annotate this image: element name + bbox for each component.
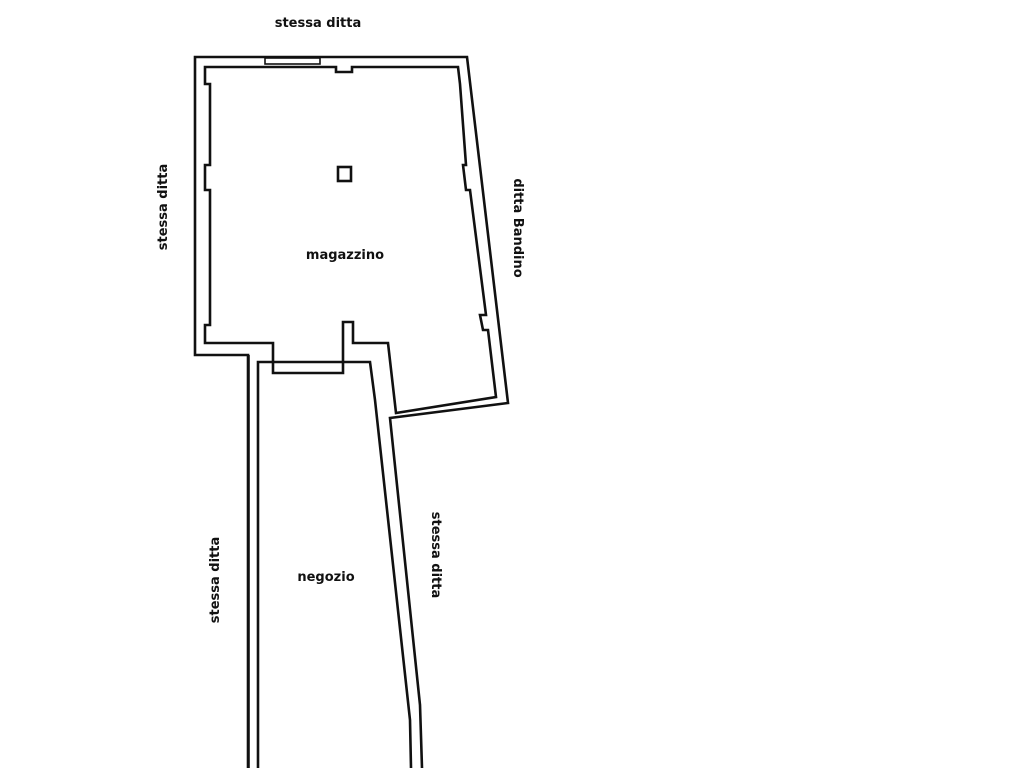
label-left-upper-neighbour: stessa ditta — [156, 164, 171, 251]
label-top-neighbour: stessa ditta — [275, 16, 362, 31]
label-left-lower-neighbour: stessa ditta — [208, 537, 223, 624]
label-storage-room: magazzino — [306, 248, 384, 263]
label-right-lower-neighbour: stessa ditta — [428, 512, 443, 599]
pillar — [336, 165, 353, 183]
shop-inner-wall — [256, 360, 413, 768]
label-shop-room: negozio — [297, 570, 354, 585]
window-top — [264, 57, 321, 65]
outer-wall — [193, 55, 510, 768]
label-right-upper-neighbour: ditta Bandino — [510, 178, 525, 277]
storage-inner-wall — [203, 65, 498, 415]
